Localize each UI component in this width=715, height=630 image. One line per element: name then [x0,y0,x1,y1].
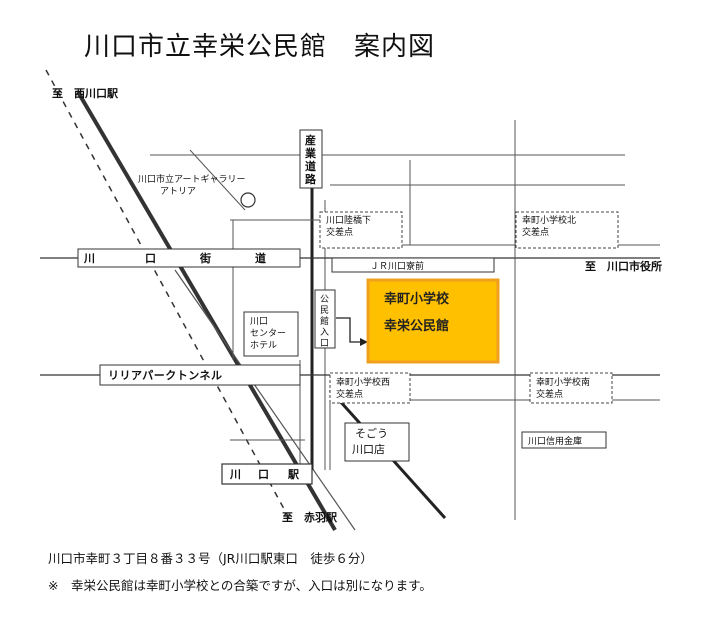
kawaguchi-station-label-3: 駅 [287,468,301,481]
kawaguchi-station-box [221,463,313,485]
kominkan-building [366,278,500,364]
jr-kawaguchi-ryo-label: ＪＲ川口寮前 [370,260,424,272]
kawaguchi-station-label-2: 口 [258,468,271,481]
saiwaicho-west-label-1: 幸町小学校西 [336,376,390,388]
art-gallery-label-2: アトリア [160,187,196,197]
address-text: 川口市幸町３丁目８番３３号（JR川口駅東口 徒歩６分） [48,551,373,566]
kawaguchi-kaido-label-4: 道 [255,251,268,265]
saiwaicho-north-box [515,211,619,249]
saiwaicho-west-box [329,372,411,404]
shinkin-label: 川口信用金庫 [528,435,582,447]
center-hotel-label-2: センター [250,328,286,339]
diagonal-road [76,90,337,532]
to-nishikawaguchi-label: 至 西川口駅 [52,87,118,100]
sogo-box [344,422,410,462]
saiwaicho-south-label-2: 交差点 [536,388,563,400]
railway-line [45,69,291,521]
entrance-arrow-head [360,338,368,346]
lilia-tunnel-box [99,364,301,386]
kawaguchi-kaido-label-1: 川 [83,252,97,265]
shinkin-box [521,431,607,449]
kawaguchi-rikkyo-label-2: 交差点 [326,226,353,238]
sangyo-road-label-2: 業 [304,146,317,160]
art-gallery-label-1: 川口市立アートギャラリー [138,173,245,185]
sangyo-road-label-4: 路 [305,172,317,186]
saiwaicho-north-label-2: 交差点 [522,226,549,238]
kawaguchi-rikkyo-box [319,211,403,249]
kawaguchi-rikkyo-label-1: 川口陸橋下 [326,214,371,226]
center-hotel-box [243,311,299,357]
sangyo-road-box [299,129,323,189]
entrance-label-3: 館 [320,315,329,327]
page-title: 川口市立幸栄公民館 案内図 [84,32,436,62]
entrance-label-4: 入 [320,327,329,338]
entrance-label-5: 口 [320,339,329,349]
jr-kawaguchi-ryo-box [331,257,495,273]
to-akabane-label: 至 赤羽駅 [282,510,337,524]
kominkan-entrance-box [314,289,336,349]
sogo-label-1: そごう [355,426,388,440]
center-hotel-label-1: 川口 [250,317,268,327]
entrance-label-2: 民 [320,305,329,316]
diagonal-road-2 [174,269,356,531]
sogo-label-2: 川口店 [352,442,385,456]
saiwaicho-north-label-1: 幸町小学校北 [522,214,576,226]
kawaguchi-station-label-1: 川 [229,468,243,481]
saiwaicho-west-label-2: 交差点 [336,388,363,400]
to-city-hall-label: 至 川口市役所 [585,259,662,273]
sangyo-road-label-1: 産 [305,133,316,147]
sangyo-road-label-3: 道 [305,159,316,173]
art-gallery-marker [240,192,256,208]
kawaguchi-kaido-label-3: 街 [199,251,213,265]
kawaguchi-kaido-box [77,248,301,268]
entrance-label-1: 公 [320,294,329,305]
kominkan-name-label: 幸栄公民館 [384,318,449,334]
gallery-road [189,149,246,211]
saiwaicho-south-box [529,372,613,404]
entrance-arrow-line [336,317,364,343]
saiwaicho-south-label-1: 幸町小学校南 [536,376,590,388]
center-hotel-label-3: ホテル [250,340,277,351]
lilia-tunnel-label: リリアパークトンネル [108,369,223,382]
kawaguchi-kaido-label-2: 口 [145,252,158,265]
school-name-label: 幸町小学校 [384,291,450,307]
entrance-note: ※ 幸栄公民館は幸町小学校との合築ですが、入口は別になります。 [48,578,432,593]
